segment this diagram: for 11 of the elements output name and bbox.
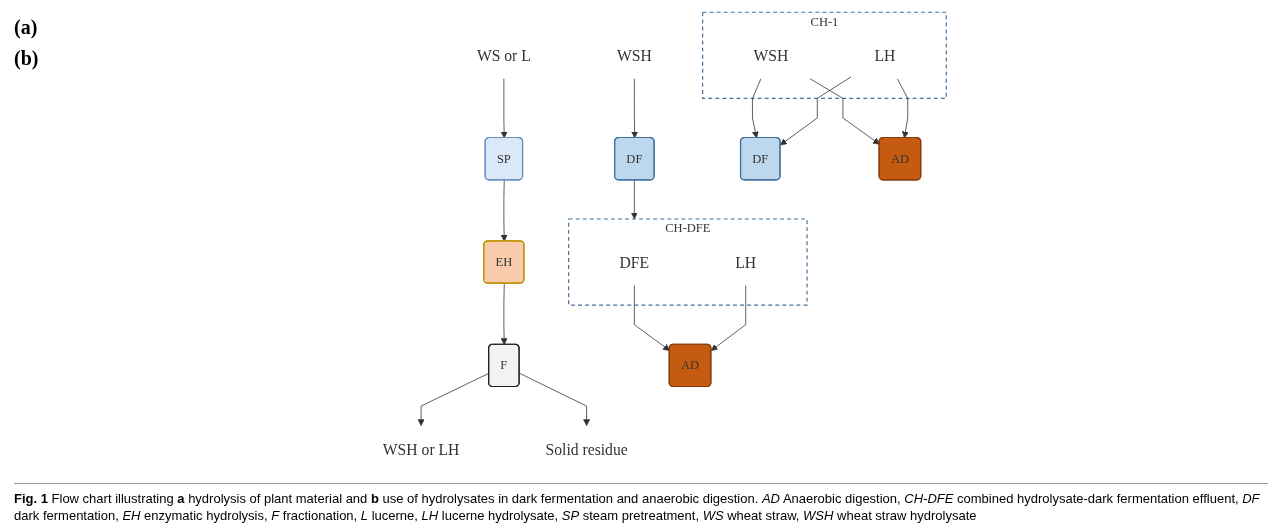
figure-caption: Fig. 1 Flow chart illustrating a hydrolysis of plant material and b use of hydrolysates in dark fermentation and anaerobic digestion. AD Anaerobic digestion, CH-DFE combined hydrolysate-dark fermentation effluent, DF dark fermentation, EH enzymatic hydrolysis, F fractionation, L lucerne, LH lucerne hydrolysate, SP steam pretreatment, WS wheat straw, WSH wheat straw hydrolysate [14,482,1268,525]
node-text: WS or L [477,46,532,64]
node-text: WSH [753,46,789,64]
panel-label: (a) [14,16,39,39]
node-text: LH [874,46,896,64]
panel-label: (b) [14,47,39,70]
node-text: Solid residue [545,440,629,458]
node-text: DFE [619,253,650,271]
node-text: LH [735,253,757,271]
node-text: WSH [617,46,653,64]
node-text: WSH or LH [383,440,460,458]
